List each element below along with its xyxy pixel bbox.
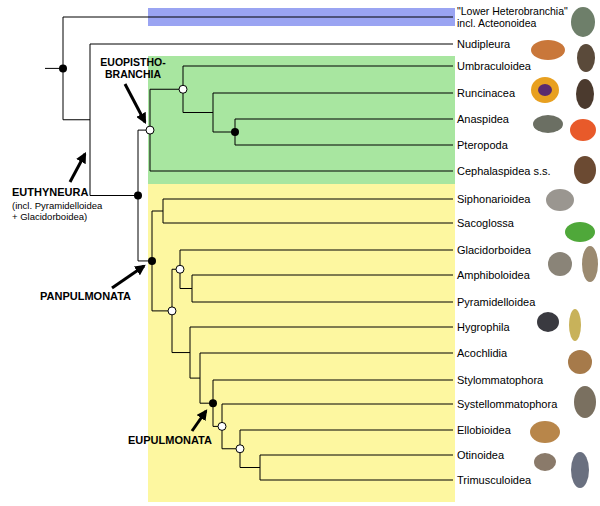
tree-branches [45, 17, 453, 480]
animal-photo [568, 350, 592, 374]
animal-photo [538, 84, 552, 96]
taxon-label: Siphonarioidea [457, 193, 530, 206]
taxon-label: Pyramidelloidea [457, 296, 535, 309]
taxon-label: Stylommatophora [457, 374, 543, 387]
taxon-label: Sacoglossa [457, 217, 514, 230]
taxon-label: Systellommatophora [457, 398, 557, 411]
clade-arrow [125, 84, 145, 122]
animal-photo [534, 453, 556, 471]
open-node [218, 422, 226, 430]
panpulmonata-band [148, 184, 455, 502]
taxon-label: Anaspidea [457, 113, 509, 126]
animal-photo [531, 77, 559, 103]
animal-photo [533, 115, 563, 133]
taxon-label: Amphiboloidea [457, 269, 530, 282]
animal-photo [571, 452, 589, 488]
animal-photo [582, 246, 598, 282]
animal-photo [565, 222, 595, 242]
filled-node [134, 192, 142, 200]
animal-photo [531, 40, 565, 60]
taxon-label: Nudipleura [457, 38, 510, 51]
animal-photo [530, 421, 560, 443]
clade-label: PANPULMONATA [40, 290, 131, 303]
clade-note: (incl. Pyramidelloidea + Glacidorboidea) [12, 200, 107, 222]
taxon-label: Cephalaspidea s.s. [457, 165, 551, 178]
clade-arrow [112, 266, 144, 288]
taxon-label: Acochlidia [457, 347, 507, 360]
open-node [176, 265, 184, 273]
taxon-label: Otinoidea [457, 449, 504, 462]
open-node [236, 445, 244, 453]
open-node [146, 126, 154, 134]
euopisthobranchia-band [148, 56, 455, 184]
open-node [168, 307, 176, 315]
filled-node [148, 257, 156, 265]
clade-label: EUTHYNEURA [12, 186, 88, 199]
taxon-label: "Lower Heterobranchia" incl. Acteonoidea [457, 5, 572, 29]
animal-photo [548, 252, 572, 276]
animal-photo [546, 189, 574, 211]
taxon-label: Umbraculoidea [457, 60, 531, 73]
filled-node [59, 64, 67, 72]
clade-arrow [192, 411, 206, 431]
animal-photo [570, 119, 596, 141]
animal-photo [537, 312, 559, 332]
taxon-label: Pteropoda [457, 139, 508, 152]
taxon-label: Runcinacea [457, 87, 515, 100]
open-node [179, 85, 187, 93]
animal-photo [574, 156, 596, 184]
animal-photo [574, 386, 596, 418]
animal-photo [577, 44, 595, 72]
taxon-label: Glacidorboidea [457, 244, 531, 257]
clade-label: EUPULMONATA [128, 434, 212, 447]
taxon-label: Trimusculoidea [457, 474, 531, 487]
clade-arrow [70, 154, 85, 182]
taxon-label: Hygrophila [457, 321, 510, 334]
filled-node [231, 128, 239, 136]
taxon-label: Ellobioidea [457, 424, 511, 437]
animal-photo [571, 7, 595, 37]
filled-node [209, 399, 217, 407]
animal-photo [576, 79, 594, 109]
clade-label: EUOPISTHO- BRANCHIA [96, 56, 170, 80]
animal-photo [569, 309, 581, 341]
